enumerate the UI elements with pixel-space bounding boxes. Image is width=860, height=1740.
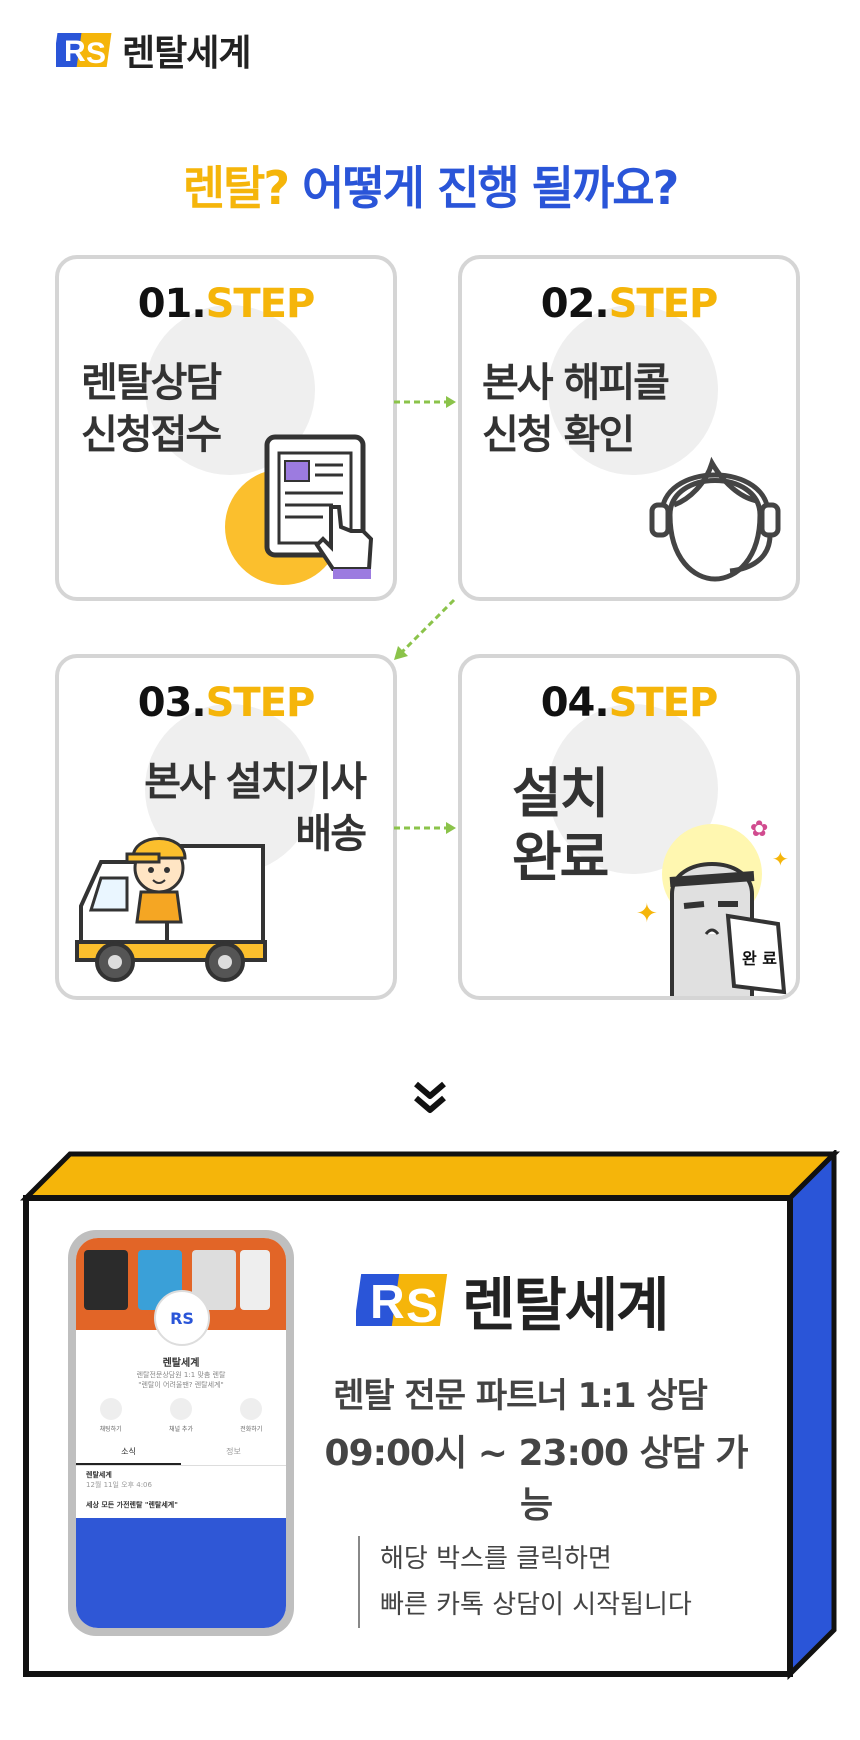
character-complete-icon: ✿ ✦ ✦ 완 료 xyxy=(636,817,789,996)
rs-logo-icon: R S xyxy=(356,1274,448,1332)
click-note: 해당 박스를 클릭하면 빠른 카톡 상담이 시작됩니다 xyxy=(358,1536,692,1628)
note-line-2: 빠른 카톡 상담이 시작됩니다 xyxy=(380,1590,692,1620)
svg-text:✿: ✿ xyxy=(750,817,768,842)
post-text: 세상 모든 가전렌탈 "렌탈세계" xyxy=(86,1501,178,1509)
card-circle-bg xyxy=(548,305,718,475)
step-number: 01. xyxy=(137,281,207,327)
kakao-consult-box[interactable]: RS 렌탈세계 렌탈전문상담원 1:1 맞춤 렌탈 "렌탈이 어려울땐? 렌탈세… xyxy=(20,1150,840,1680)
step-label: 03.STEP xyxy=(59,680,393,726)
note-line-1: 해당 박스를 클릭하면 xyxy=(380,1544,612,1574)
step-card-2: 02.STEP 본사 해피콜 신청 확인 xyxy=(458,255,800,601)
svg-text:R: R xyxy=(370,1276,405,1329)
add-channel-icon xyxy=(169,1398,192,1420)
tab-info: 정보 xyxy=(226,1447,241,1456)
step-card-3: 03.STEP 본사 설치기사 배송 xyxy=(55,654,397,1000)
step-card-4: 04.STEP 설치 완료 ✿ ✦ ✦ 완 료 xyxy=(458,654,800,1000)
add-channel-action: 채널 추가 xyxy=(169,1398,193,1433)
step-word: STEP xyxy=(205,281,316,327)
complete-badge-text: 완 료 xyxy=(742,949,777,968)
consult-headline: 렌탈 전문 파트너 1:1 상담 xyxy=(333,1376,708,1416)
arrow-right-icon xyxy=(394,396,456,408)
phone-icon xyxy=(240,1398,263,1420)
step-number: 02. xyxy=(540,281,610,327)
step-label: 01.STEP xyxy=(59,281,393,327)
step-description: 본사 해피콜 신청 확인 xyxy=(482,360,670,458)
step-word: STEP xyxy=(608,680,719,726)
channel-actions: 채팅하기 채널 추가 전화하기 xyxy=(76,1398,286,1433)
header-logo[interactable]: R S 렌탈세계 xyxy=(56,24,251,76)
step-number: 04. xyxy=(540,680,610,726)
box-brand: R S 렌탈세계 xyxy=(356,1258,669,1342)
arrow-right-icon xyxy=(394,822,456,834)
svg-text:✦: ✦ xyxy=(636,899,658,929)
tab-news: 소식 xyxy=(76,1440,181,1465)
post-banner-image xyxy=(76,1518,286,1628)
svg-text:S: S xyxy=(406,1280,438,1332)
svg-text:✦: ✦ xyxy=(772,847,789,871)
tablet-hand-icon xyxy=(225,434,374,585)
post-date: 12월 11일 오후 4:06 xyxy=(86,1481,152,1489)
step-description: 렌탈상담 신청접수 xyxy=(81,360,222,458)
svg-text:R: R xyxy=(64,35,86,68)
kakao-channel-preview: RS 렌탈세계 렌탈전문상담원 1:1 맞춤 렌탈 "렌탈이 어려울땐? 렌탈세… xyxy=(68,1230,294,1636)
headset-person-icon xyxy=(649,456,781,582)
chat-action: 채팅하기 xyxy=(100,1398,122,1433)
step-word: STEP xyxy=(608,281,719,327)
logo-text: 렌탈세계 xyxy=(122,33,251,74)
channel-avatar: RS xyxy=(154,1290,210,1346)
product-image xyxy=(240,1250,270,1310)
channel-tabs: 소식 정보 xyxy=(76,1440,286,1466)
title-question: 렌탈? xyxy=(182,161,290,215)
consult-hours: 09:00시 ~ 23:00 상담 가능 xyxy=(316,1424,756,1528)
consult-hours-text: 09:00시 ~ 23:00 상담 가능 xyxy=(324,1433,749,1526)
step-description: 설치 완료 xyxy=(512,762,609,889)
rs-logo-icon: R S xyxy=(56,33,112,70)
call-action: 전화하기 xyxy=(240,1398,262,1433)
title-main: 어떻게 진행 될까요? xyxy=(302,161,679,215)
arrow-down-left-icon xyxy=(394,598,456,660)
step-description: 본사 설치기사 배송 xyxy=(144,759,367,857)
post-author: 렌탈세계 xyxy=(86,1471,112,1479)
box-brand-text: 렌탈세계 xyxy=(462,1271,669,1339)
channel-description: 렌탈전문상담원 1:1 맞춤 렌탈 "렌탈이 어려울땐? 렌탈세계" xyxy=(136,1371,226,1389)
chevron-double-down-icon xyxy=(414,1081,446,1113)
phone-screen: RS 렌탈세계 렌탈전문상담원 1:1 맞춤 렌탈 "렌탈이 어려울땐? 렌탈세… xyxy=(76,1238,286,1628)
step-number: 03. xyxy=(137,680,207,726)
channel-name: 렌탈세계 xyxy=(162,1358,200,1369)
step-label: 04.STEP xyxy=(462,680,796,726)
step-label: 02.STEP xyxy=(462,281,796,327)
step-card-1: 01.STEP 렌탈상담 신청접수 xyxy=(55,255,397,601)
product-image xyxy=(84,1250,128,1310)
svg-text:S: S xyxy=(86,37,106,70)
page-title: 렌탈? 어떻게 진행 될까요? xyxy=(0,152,860,218)
step-word: STEP xyxy=(205,680,316,726)
delivery-truck-icon xyxy=(75,837,267,982)
chat-icon xyxy=(99,1398,122,1420)
channel-post: 렌탈세계 12월 11일 오후 4:06 세상 모든 가전렌탈 "렌탈세계" xyxy=(86,1470,276,1510)
